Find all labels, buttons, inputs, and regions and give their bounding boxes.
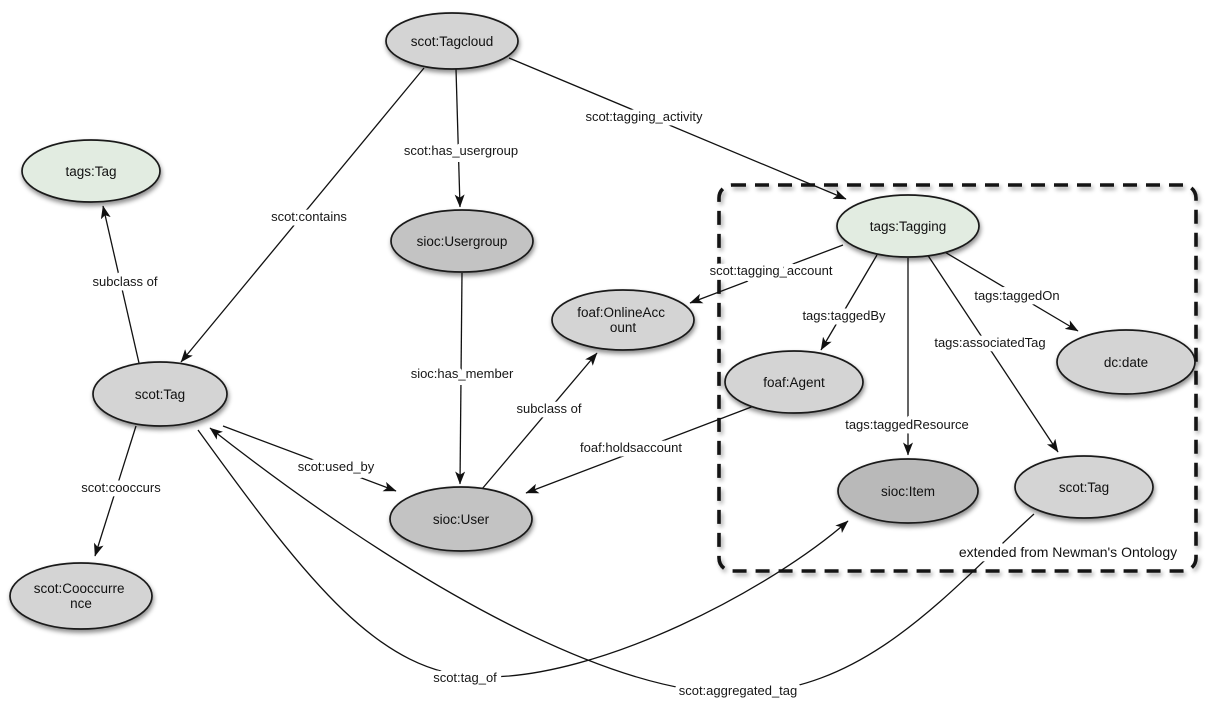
edge-scot-aggregated-tag [209,427,1035,695]
edge-label-scot-used-by: scot:used_by [298,459,375,474]
edge-foaf-holdsaccount [525,405,755,494]
newman-ontology-caption: extended from Newman's Ontology [959,544,1177,560]
node-label: tags:Tagging [870,219,947,234]
edge-label-tags-taggedon: tags:taggedOn [974,288,1059,303]
edge-scot-tag-of [197,429,849,678]
edge-label-scot-tagging-account: scot:tagging_account [710,263,833,278]
edge-scot-tagging-activity [508,57,847,200]
edge-tags-associatedtag [926,253,1059,453]
node-sioc-user: sioc:User [389,486,533,552]
edge-scot-used-by [222,425,397,492]
edge-label-foaf-holdsaccount: foaf:holdsaccount [580,440,682,455]
edge-scot-cooccurs [93,425,137,557]
newman-ontology-box [717,183,1198,573]
edge-label-scot-cooccurs: scot:cooccurs [81,480,161,495]
edge-tags-taggedby [820,254,878,351]
edge-label-subclass-of-center: subclass of [516,401,581,416]
edge-sioc-has-member [455,272,466,485]
edge-group [93,57,1079,695]
edge-scot-has-usergroup [454,68,465,208]
edge-subclass-of-center [481,352,598,490]
edge-subclass-of-left [100,205,140,364]
node-label: scot:Tag [135,387,185,402]
edge-scot-contains [180,67,425,363]
node-label: foaf:Agent [763,375,825,390]
node-scot-tagcloud: scot:Tagcloud [385,12,519,70]
node-label: foaf:OnlineAcc ount [577,305,669,335]
edge-label-tags-taggedby: tags:taggedBy [802,308,886,323]
edge-label-tags-associatedtag: tags:associatedTag [934,335,1045,350]
node-label: scot:Cooccurre nce [34,581,129,611]
edge-label-subclass-of-left: subclass of [92,274,157,289]
edge-label-scot-tagging-activity: scot:tagging_activity [585,109,703,124]
node-label: tags:Tag [65,164,116,179]
edge-scot-tagging-account [689,244,844,304]
edge-tags-taggedon [942,250,1079,332]
node-label: scot:Tagcloud [411,34,494,49]
node-label: sioc:Usergroup [417,234,508,249]
node-label: sioc:Item [881,484,935,499]
node-scot-tag-left: scot:Tag [92,361,228,427]
node-tags-tag: tags:Tag [21,139,161,203]
edge-label-group: scot:contains scot:has_usergroup scot:ta… [77,105,1182,703]
edge-label-scot-contains: scot:contains [271,209,347,224]
node-scot-cooccurrence: scot:Cooccurre nce [9,562,153,630]
node-sioc-item: sioc:Item [837,458,979,524]
node-label: scot:Tag [1059,480,1109,495]
node-sioc-usergroup: sioc:Usergroup [390,209,534,273]
edge-label-scot-has-usergroup: scot:has_usergroup [404,143,518,158]
node-label: dc:date [1104,355,1148,370]
node-dc-date: dc:date [1056,329,1196,395]
node-label: sioc:User [433,512,490,527]
edge-label-scot-tag-of: scot:tag_of [433,670,497,685]
edge-label-tags-taggedresource: tags:taggedResource [845,417,969,432]
edge-label-scot-aggregated-tag: scot:aggregated_tag [679,683,798,698]
node-scot-tag-right: scot:Tag [1014,455,1154,519]
node-foaf-onlineaccount: foaf:OnlineAcc ount [551,289,695,351]
edge-label-sioc-has-member: sioc:has_member [411,366,514,381]
node-foaf-agent: foaf:Agent [724,350,864,414]
node-tags-tagging: tags:Tagging [836,194,980,258]
